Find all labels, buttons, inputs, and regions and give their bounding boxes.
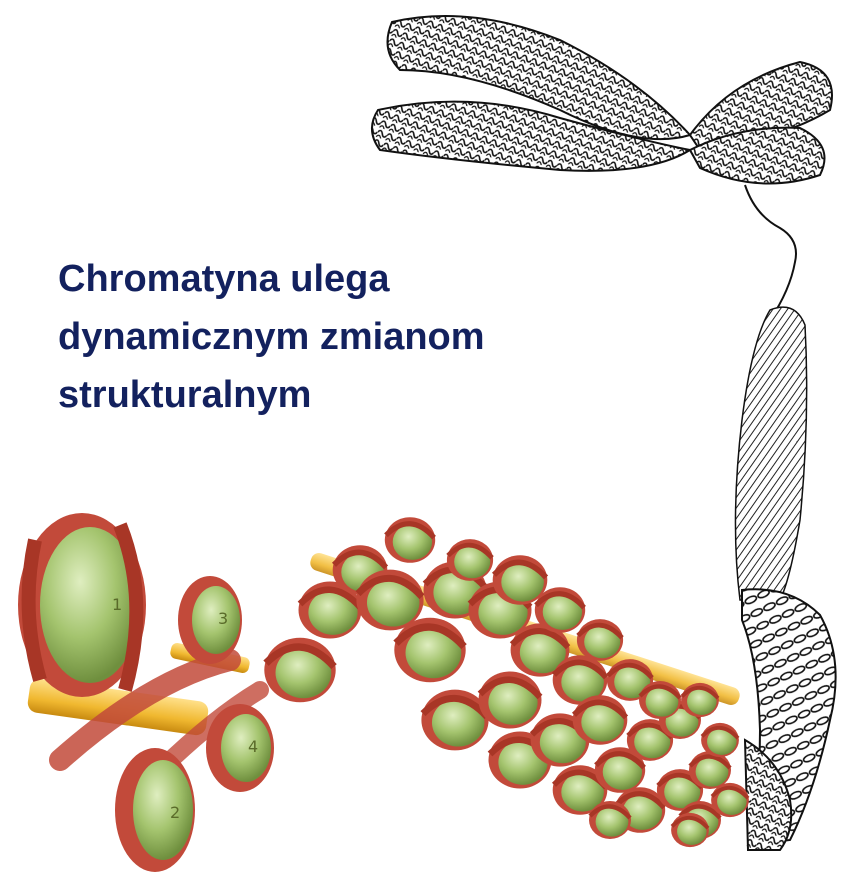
title-line-1: Chromatyna ulega [58, 250, 578, 308]
nucleosome-label-2: 2 [170, 803, 180, 822]
nucleosome-bead [385, 517, 435, 563]
nucleosome-bead [573, 695, 628, 744]
nucleosome-label-4: 4 [248, 737, 258, 756]
nucleosome-bead [681, 683, 719, 717]
solenoid-fiber-illustration [735, 307, 835, 850]
nucleosome-bead [701, 723, 739, 757]
nucleosome-bead [264, 638, 335, 703]
slide-title: Chromatyna ulega dynamicznym zmianom str… [58, 250, 578, 424]
title-line-2: dynamicznym zmianom [58, 308, 578, 366]
nucleosome-bead [356, 570, 423, 631]
nucleosome-1: 1 [18, 513, 146, 697]
nucleosome-bead [535, 587, 585, 633]
nucleosome-bead [421, 690, 488, 751]
nucleosome-3: 3 [178, 576, 242, 664]
nucleosome-bead [447, 539, 493, 581]
nucleosome-bead [394, 618, 465, 683]
nucleosome-4: 4 [206, 704, 274, 792]
nucleosome-bead [589, 801, 631, 839]
nucleosome-bead [689, 751, 731, 789]
nucleosome-bead [577, 619, 623, 661]
nucleosome-2: 2 [115, 748, 195, 872]
nucleosome-label-3: 3 [218, 609, 228, 628]
nucleosome-bead [479, 672, 542, 729]
nucleosome-bead [639, 681, 681, 719]
nucleosome-bead [671, 813, 709, 847]
title-line-3: strukturalnym [58, 366, 578, 424]
nucleosome-bead [711, 783, 749, 817]
nucleosome-label-1: 1 [112, 595, 122, 614]
